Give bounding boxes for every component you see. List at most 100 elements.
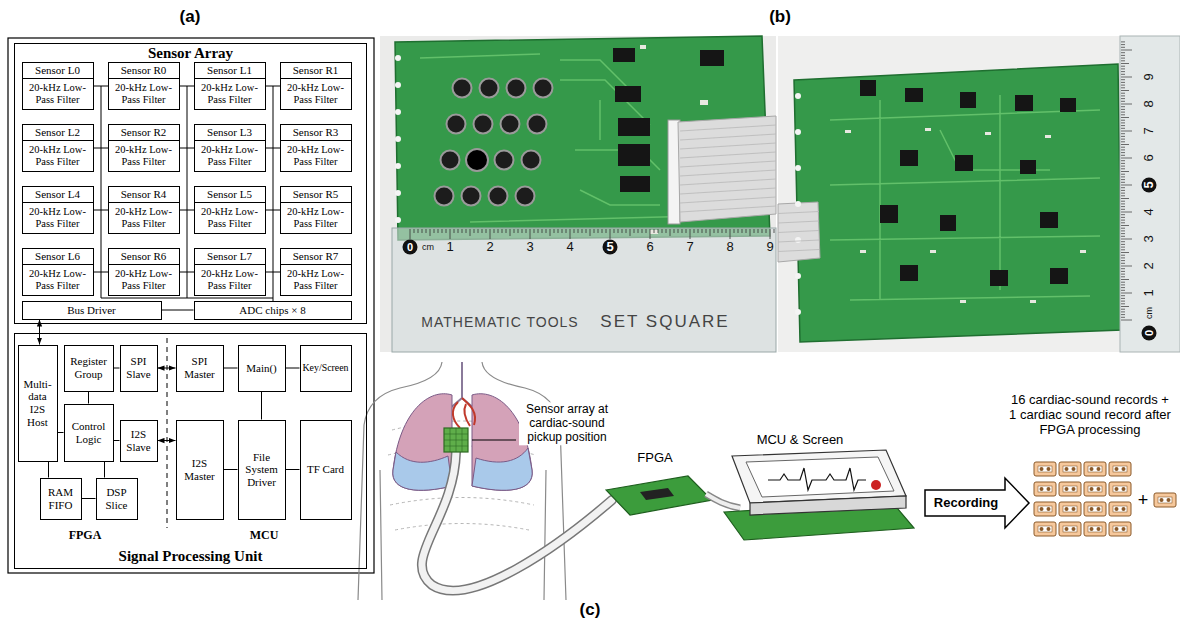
block-label: SPI Slave — [123, 355, 155, 380]
board-hole-group — [795, 93, 801, 315]
ic-chip — [1020, 160, 1036, 174]
tape-reel — [1040, 467, 1044, 471]
ruler-tick — [718, 229, 719, 233]
filter-cell: 20-kHz Low-Pass Filter — [23, 79, 93, 109]
block-label: Main() — [246, 362, 277, 375]
ruler-tick — [638, 229, 639, 233]
sensor-name: Sensor L3 — [207, 126, 252, 138]
ruler-tick — [1121, 263, 1125, 264]
process-box: Control Logic — [64, 404, 114, 462]
lung-lower-lobe — [393, 452, 452, 490]
board-cable — [706, 494, 740, 508]
panel-letter: (b) — [769, 7, 791, 27]
sensor-filter-box: Sensor L3 20-kHz Low-Pass Filter — [194, 124, 266, 172]
signal-line — [261, 392, 262, 420]
record-tape — [1034, 502, 1056, 516]
fpga-board — [606, 476, 712, 515]
ruler-tick — [710, 229, 711, 236]
sensor-header: Sensor L4 — [23, 187, 93, 203]
sensor-header: Sensor L0 — [23, 63, 93, 79]
ruler-tick — [1121, 147, 1125, 148]
microphone — [466, 149, 488, 171]
ruler-tick — [654, 229, 655, 233]
record-tape — [1059, 522, 1081, 536]
record-tape-group — [1034, 462, 1176, 536]
process-box: I2S Slave — [120, 420, 158, 462]
ruler-tick — [770, 229, 771, 239]
signal-line — [224, 368, 238, 369]
board-hole — [795, 237, 801, 243]
tape-reel — [1040, 527, 1044, 531]
board-hole — [395, 109, 401, 115]
ic-chip — [618, 118, 650, 136]
record-tape — [1084, 522, 1106, 536]
ruler-tick — [1121, 141, 1125, 142]
tape-window — [1113, 526, 1127, 532]
block-label: Multi-data I2S Host — [21, 378, 55, 429]
tape-reel — [1122, 527, 1126, 531]
ruler-tick — [1121, 222, 1125, 223]
ruler-tick — [666, 229, 667, 233]
ruler-tick — [590, 229, 591, 236]
ruler-tick — [510, 229, 511, 236]
ruler-tick — [1121, 298, 1125, 299]
board-hole — [795, 309, 801, 315]
ruler-tick — [706, 229, 707, 233]
ribbon-stripe — [778, 240, 819, 242]
ruler-tick — [1121, 160, 1125, 161]
ruler-number: 2 — [1142, 262, 1157, 269]
ruler-tick — [1121, 133, 1125, 134]
ic-chip — [1040, 212, 1058, 228]
microphone — [462, 187, 481, 206]
group-title: Signal Processing Unit — [15, 548, 366, 565]
tape-reel — [1097, 467, 1101, 471]
ruler-tick — [1121, 201, 1125, 202]
device-front — [750, 496, 906, 515]
ruler-tick-group — [410, 229, 774, 239]
ruler-tick — [454, 229, 455, 233]
ruler-tick — [1121, 187, 1125, 188]
board-hole — [395, 190, 401, 196]
ruler-tick — [1121, 212, 1132, 213]
microphone — [501, 115, 520, 134]
ruler-number: cm — [1144, 307, 1154, 319]
ruler-tick — [1121, 203, 1125, 204]
microphone — [453, 79, 472, 98]
ruler-tick — [730, 229, 731, 239]
ruler-tick — [1121, 95, 1125, 96]
block-label: Control Logic — [67, 420, 111, 445]
ruler-tick — [1121, 114, 1125, 115]
block-label: File System Driver — [241, 451, 283, 489]
ruler-tick — [1121, 301, 1125, 302]
ruler-tick — [1121, 279, 1129, 280]
ruler-tick — [1121, 320, 1132, 321]
ruler-number: 6 — [1142, 154, 1157, 161]
tape-window — [1063, 506, 1077, 512]
ribbon-stripe — [680, 197, 776, 203]
tape-window — [1158, 497, 1172, 503]
ic-chip — [1015, 95, 1033, 111]
ruler-tick — [1121, 206, 1125, 207]
tape-reel — [1122, 467, 1126, 471]
board-hole-group — [395, 55, 401, 223]
block-label: SPI Master — [179, 355, 221, 380]
ruler-tick — [1121, 195, 1125, 196]
sensor-filter-box: Sensor L520-kHz Low-Pass Filter — [194, 186, 266, 234]
ruler-tick — [570, 229, 571, 239]
sensor-header: Sensor R2 — [109, 125, 179, 141]
ruler-tick — [1121, 236, 1125, 237]
ruler-tick — [1121, 93, 1125, 94]
filter-cell: 20-kHz Low-Pass Filter — [195, 141, 265, 171]
sensor-name: Sensor L5 — [207, 188, 252, 200]
ruler-tick — [502, 229, 503, 233]
microphone — [534, 79, 553, 98]
tape-reel — [1065, 467, 1069, 471]
filter-cell: 20-kHz Low-Pass Filter — [23, 203, 93, 233]
sensor-name: Sensor R1 — [293, 64, 339, 76]
ruler-tick — [758, 229, 759, 233]
sensor-filter-box: Sensor R120-kHz Low-Pass Filter — [280, 62, 352, 110]
tape-reel — [1122, 487, 1126, 491]
ruler-tick — [762, 229, 763, 233]
ruler-tick — [1121, 274, 1125, 275]
group-title: Sensor Array — [15, 45, 366, 62]
